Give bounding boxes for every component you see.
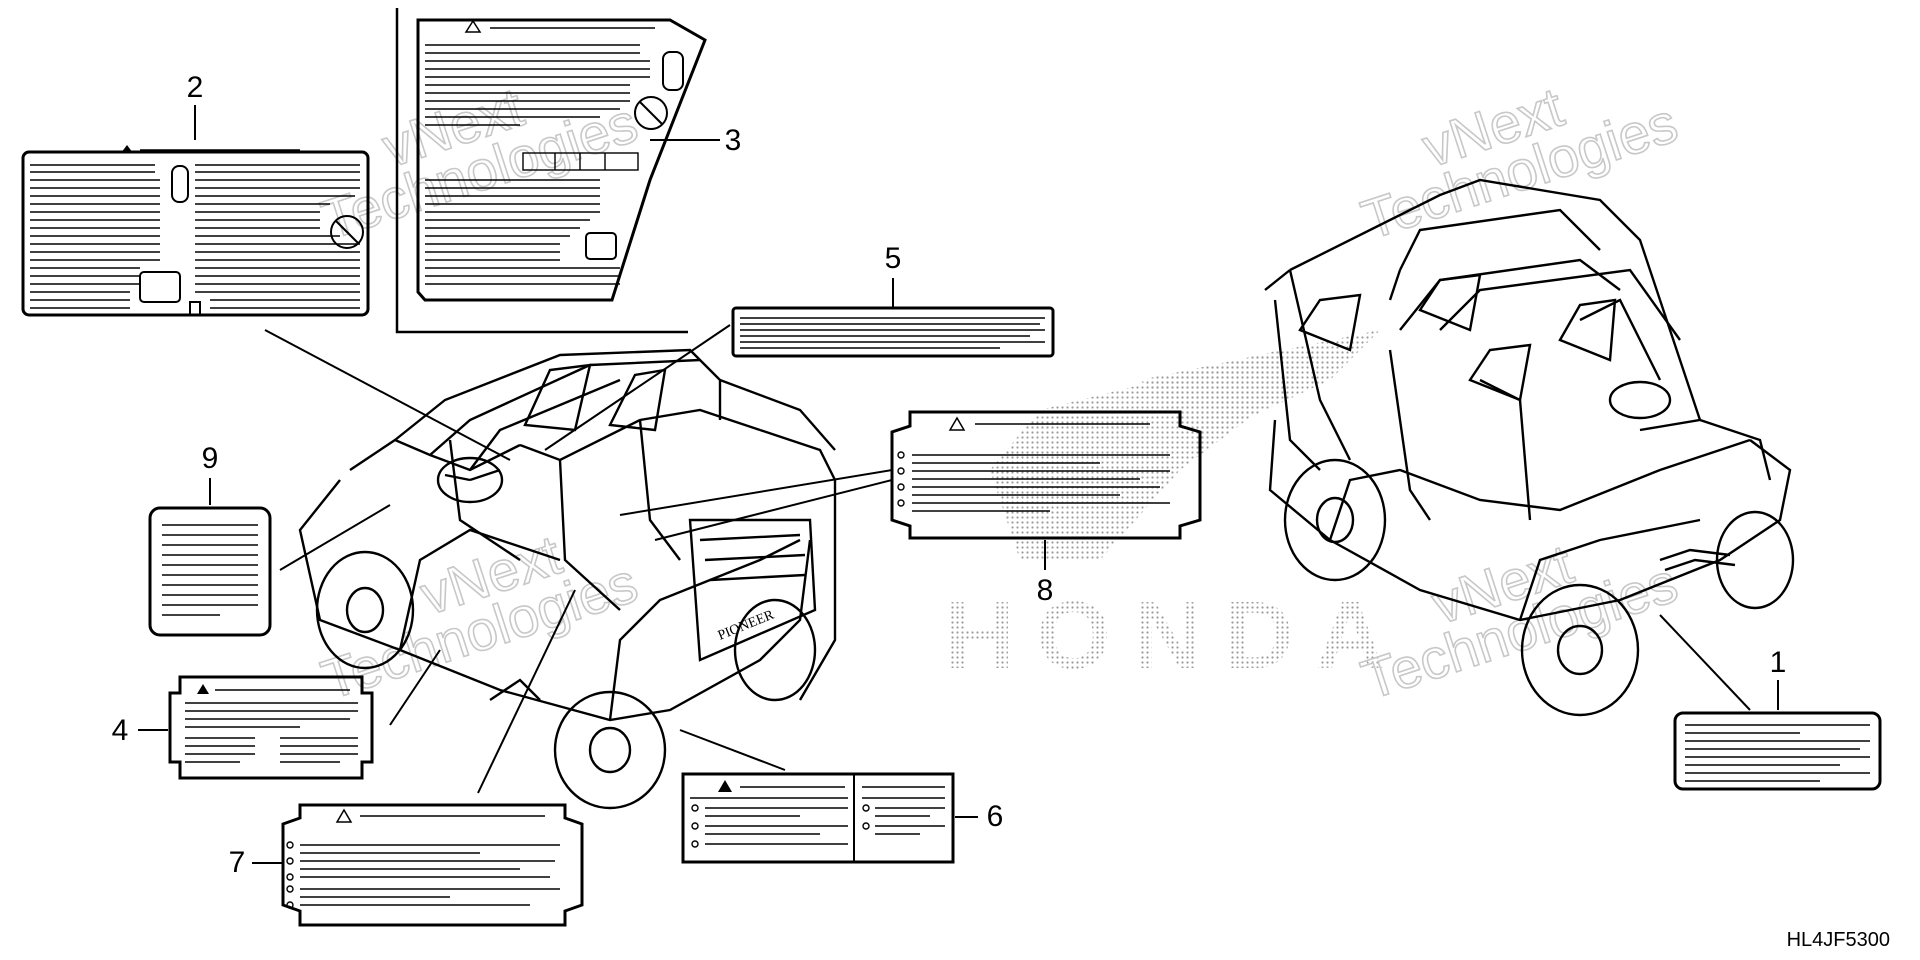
utv-four-seat-illustration xyxy=(1264,178,1795,717)
warning-triangle-icon xyxy=(121,145,133,153)
callout-4: 4 xyxy=(112,714,129,747)
watermark-mid-left: vNext Technologies xyxy=(313,522,645,713)
label-7-notice xyxy=(281,803,584,927)
callout-8: 8 xyxy=(1037,574,1054,607)
vehicle-badge: PIONEER xyxy=(716,607,777,643)
honda-wing-logo: HONDA xyxy=(945,330,1407,689)
helmet-icon xyxy=(171,165,189,203)
diagram-code: HL4JF5300 xyxy=(1787,929,1890,951)
label-8-notice xyxy=(890,410,1202,540)
warning-triangle-icon xyxy=(335,808,353,823)
rider-pictogram-icon xyxy=(585,232,617,260)
label-3-warning-panel xyxy=(395,8,707,334)
callout-3: 3 xyxy=(725,124,742,157)
brand-wordmark: HONDA xyxy=(945,582,1407,689)
warning-triangle-icon xyxy=(464,19,482,33)
callout-6: 6 xyxy=(987,800,1004,833)
callout-9: 9 xyxy=(202,442,219,475)
label-1-card xyxy=(1673,711,1882,791)
warning-triangle-icon xyxy=(948,416,966,431)
label-6-warning xyxy=(681,772,955,864)
warning-triangle-icon xyxy=(718,780,732,792)
no-passenger-icon xyxy=(634,96,668,130)
warning-triangle-icon xyxy=(197,684,209,694)
leader-lines xyxy=(264,324,1751,794)
label-9-card xyxy=(148,506,272,637)
label-2-warning-panel xyxy=(21,145,370,317)
helmet-icon xyxy=(662,51,684,91)
callout-7: 7 xyxy=(229,846,246,879)
callout-2: 2 xyxy=(187,71,204,104)
label-5-strip xyxy=(731,306,1055,358)
callout-5: 5 xyxy=(885,242,902,275)
no-passenger-icon xyxy=(330,215,364,249)
rider-pictogram-icon xyxy=(139,271,181,303)
callout-1: 1 xyxy=(1770,646,1787,679)
label-4-warning xyxy=(168,675,374,780)
